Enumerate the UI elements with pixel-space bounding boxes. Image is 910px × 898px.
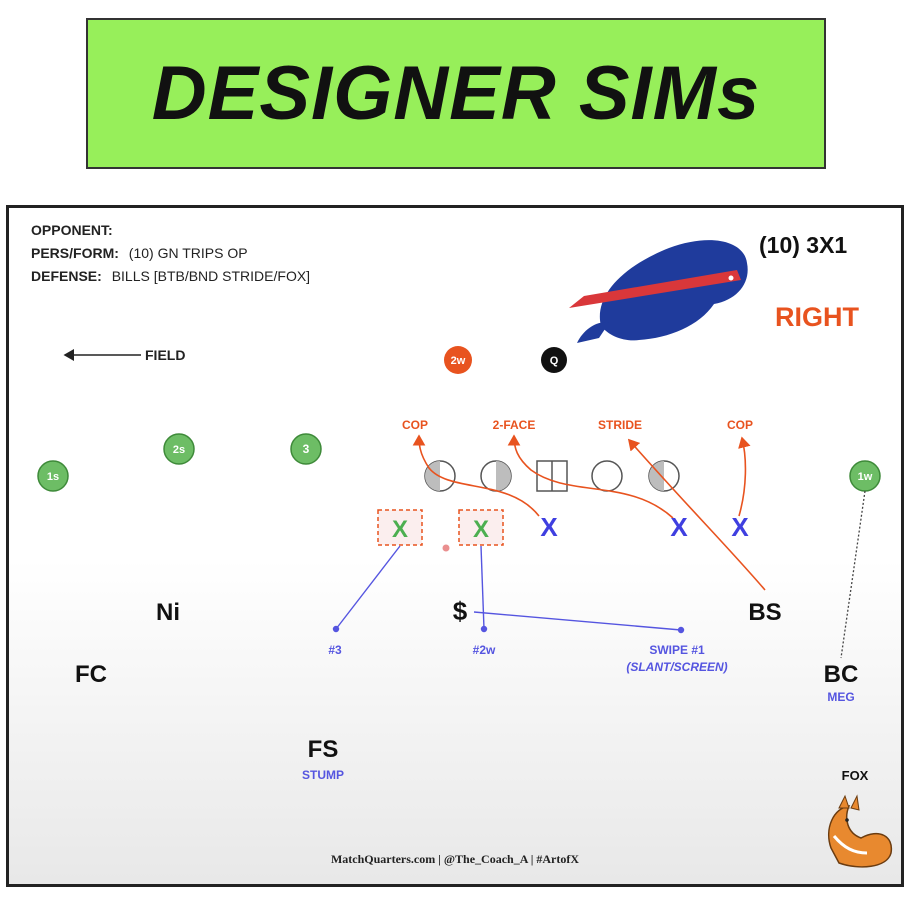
coverage-line-2w (480, 545, 485, 630)
diagram-canvas: OPPONENT: PERS/FORM: (10) GN TRIPS OP DE… (31, 222, 893, 868)
rusher-x-1: X (540, 512, 558, 542)
opponent-label: OPPONENT: (31, 222, 113, 238)
receiver-1s-label: 1s (47, 471, 59, 483)
defense-label: DEFENSE: (31, 268, 102, 284)
pers-form-label: PERS/FORM: (31, 245, 119, 261)
lineman-rg (591, 460, 623, 492)
fox-label: FOX (842, 768, 869, 783)
pers-form-value: (10) GN TRIPS OP (129, 245, 248, 261)
assignment-swipe: SWIPE #1 (649, 643, 705, 657)
assignment-2w: #2w (473, 643, 496, 657)
receiver-2s-label: 2s (173, 444, 185, 456)
lineman-lg (480, 460, 512, 492)
ball-spot (442, 544, 450, 552)
offensive-line (424, 460, 680, 492)
coverage-dot-swipe (677, 626, 685, 634)
fox-icon (828, 794, 893, 868)
call-2-face: 2-FACE (493, 418, 536, 432)
coverage-dot-2w (480, 625, 488, 633)
defender-field-corner: FC (75, 661, 107, 688)
defender-free-safety: FS (308, 736, 339, 763)
rush-path-cop-left (412, 434, 540, 517)
rush-path-stride (627, 438, 766, 591)
defender-boundary-safety: BS (748, 599, 781, 626)
formation-code: (10) 3X1 (759, 232, 847, 258)
coverage-line-3 (335, 545, 401, 630)
rush-path-cop-right (738, 436, 751, 517)
banner-title: DESIGNER SIMs (151, 51, 761, 136)
footer-credits: MatchQuarters.com | @The_Coach_A | #Arto… (331, 852, 579, 866)
receiver-2s: 2s (163, 433, 195, 465)
coverage-line-swipe (473, 611, 682, 631)
coverage-dot-3 (332, 625, 340, 633)
call-cop-left: COP (402, 418, 428, 432)
quarterback-label: Q (550, 355, 559, 367)
rush-paths (412, 434, 766, 591)
bills-logo (569, 240, 748, 343)
receiver-1w: 1w (849, 460, 881, 492)
defender-money: $ (453, 596, 468, 626)
assignment-swipe-detail: (SLANT/SCREEN) (626, 660, 727, 674)
pers-form-line: PERS/FORM: (10) GN TRIPS OP (31, 245, 248, 261)
assignment-3: #3 (328, 643, 342, 657)
coverage-lines (332, 545, 685, 634)
call-cop-right: COP (727, 418, 753, 432)
assignment-meg: MEG (827, 690, 854, 704)
drop-box-left: X (377, 509, 423, 546)
defense-value: BILLS [BTB/BND STRIDE/FOX] (112, 268, 310, 284)
play-diagram: OPPONENT: PERS/FORM: (10) GN TRIPS OP DE… (6, 205, 904, 887)
rusher-x-3: X (731, 512, 749, 542)
drop-x-right: X (473, 516, 489, 543)
boundary-corner-line (840, 490, 866, 659)
receiver-1w-label: 1w (858, 471, 873, 483)
defender-boundary-corner: BC (824, 661, 859, 688)
quarterback: Q (541, 347, 567, 373)
lineman-rt (648, 460, 680, 492)
receiver-3-label: 3 (303, 442, 310, 456)
defender-nickel: Ni (156, 599, 180, 626)
drop-box-right: X (458, 509, 504, 546)
assignment-stump: STUMP (302, 768, 344, 782)
receiver-1s: 1s (37, 460, 69, 492)
defense-line: DEFENSE: BILLS [BTB/BND STRIDE/FOX] (31, 268, 310, 284)
call-stride: STRIDE (598, 418, 642, 432)
back-2w: 2w (444, 346, 472, 374)
back-2w-label: 2w (451, 355, 466, 367)
field-direction: FIELD (63, 347, 185, 363)
field-label: FIELD (145, 347, 185, 363)
direction-label: RIGHT (775, 302, 860, 332)
drop-x-left: X (392, 516, 408, 543)
receiver-3: 3 (290, 433, 322, 465)
title-banner: DESIGNER SIMs (86, 18, 826, 169)
rush-path-2-face (507, 434, 674, 519)
rusher-x-2: X (670, 512, 688, 542)
